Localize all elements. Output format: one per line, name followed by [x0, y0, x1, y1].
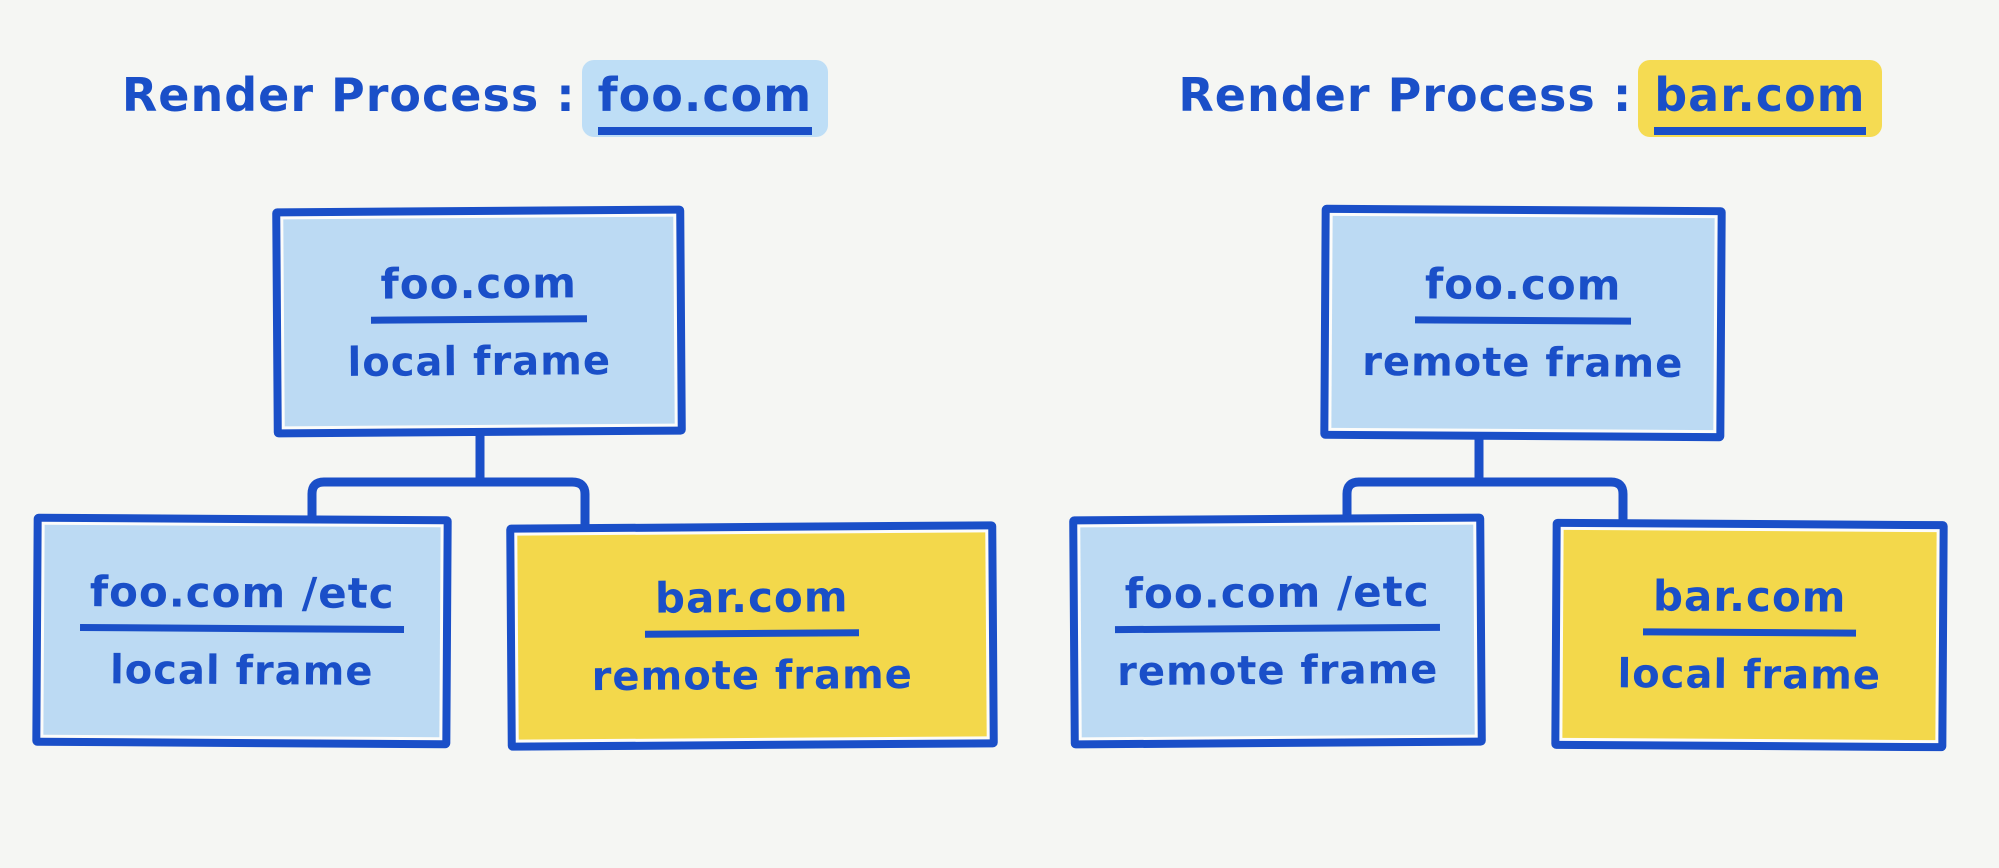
frame-domain: foo.com: [370, 257, 588, 324]
title-domain: foo.com: [597, 68, 813, 135]
panel-title-bar-process: Render Process : bar.com: [1175, 60, 1885, 137]
child-frame-box-left-2: bar.com remote frame: [506, 521, 998, 751]
title-domain-highlight: bar.com: [1638, 60, 1882, 137]
title-domain-highlight: foo.com: [581, 60, 829, 137]
root-frame-fill: foo.com local frame: [283, 216, 675, 427]
frame-type: remote frame: [1117, 646, 1439, 696]
title-domain: bar.com: [1654, 68, 1866, 135]
title-prefix: Render Process :: [121, 68, 576, 122]
connector-right-bar: [1342, 477, 1628, 526]
frame-domain: bar.com: [644, 572, 859, 638]
frame-type: remote frame: [591, 651, 913, 701]
child-frame-box-right-2: bar.com local frame: [1551, 518, 1948, 752]
root-frame-fill: foo.com remote frame: [1331, 215, 1715, 431]
root-frame-box-left: foo.com local frame: [272, 205, 686, 438]
child-frame-fill: bar.com remote frame: [517, 532, 987, 740]
frame-type: local frame: [347, 337, 612, 386]
child-frame-box-right-1: foo.com /etc remote frame: [1069, 513, 1486, 749]
frame-type: local frame: [109, 647, 374, 695]
panel-title-foo-process: Render Process : foo.com: [120, 60, 830, 137]
title-prefix: Render Process :: [1178, 68, 1633, 122]
frame-type: local frame: [1617, 651, 1882, 699]
frame-type: remote frame: [1362, 339, 1684, 387]
child-frame-fill: bar.com local frame: [1562, 529, 1937, 741]
child-frame-box-left-1: foo.com /etc local frame: [32, 513, 452, 749]
frame-domain: foo.com /etc: [1114, 566, 1440, 634]
frame-domain: bar.com: [1642, 571, 1857, 637]
child-frame-fill: foo.com /etc local frame: [43, 524, 441, 738]
root-frame-box-right: foo.com remote frame: [1320, 204, 1726, 442]
child-frame-fill: foo.com /etc remote frame: [1080, 524, 1475, 738]
frame-domain: foo.com /etc: [79, 567, 405, 633]
frame-domain: foo.com: [1414, 259, 1632, 325]
connector-left-bar: [307, 477, 590, 528]
